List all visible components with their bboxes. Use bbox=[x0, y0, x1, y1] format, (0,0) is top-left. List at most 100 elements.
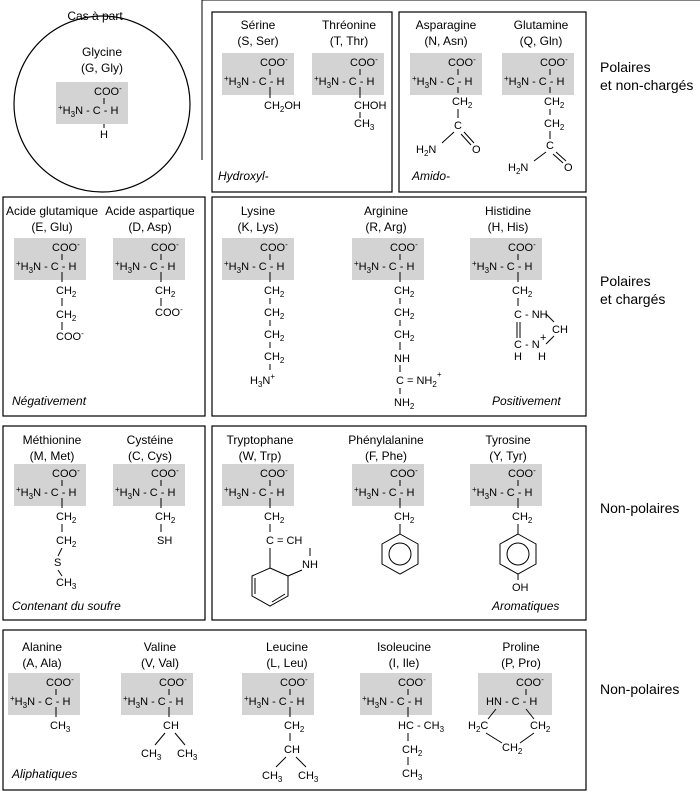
svg-text:NH: NH bbox=[394, 353, 410, 365]
svg-text:CH2: CH2 bbox=[56, 309, 77, 323]
svg-text:CH: CH bbox=[163, 720, 179, 732]
aa-name-asn: Asparagine bbox=[416, 18, 477, 32]
svg-text:CH2: CH2 bbox=[56, 535, 77, 549]
category-2-line2: et chargés bbox=[600, 291, 665, 307]
svg-text:CH3: CH3 bbox=[262, 770, 283, 784]
svg-text:CH2: CH2 bbox=[155, 285, 176, 299]
group-box-aliphatic bbox=[2, 629, 587, 791]
aa-code-ala: (A, Ala) bbox=[22, 656, 61, 670]
aa-code-gln: (Q, Gln) bbox=[520, 34, 563, 48]
svg-text:CH2: CH2 bbox=[530, 720, 551, 734]
aa-name-glu: Acide glutamique bbox=[6, 204, 98, 218]
aa-code-phe: (F, Phe) bbox=[365, 449, 407, 463]
glycine-h: H bbox=[100, 129, 108, 141]
group-label-aromatic: Aromatiques bbox=[491, 599, 559, 613]
svg-text:COO-: COO- bbox=[155, 305, 183, 319]
group-box-negative bbox=[2, 196, 206, 417]
structure-pro: COO- HN - C - H H2C CH2 CH2 bbox=[468, 673, 552, 756]
svg-text:COO-: COO- bbox=[56, 329, 84, 343]
structure-thr: CHOH CH3 bbox=[311, 52, 386, 132]
svg-text:C: C bbox=[454, 120, 462, 132]
svg-text:CH2: CH2 bbox=[394, 511, 415, 525]
svg-text:NH2: NH2 bbox=[394, 397, 415, 411]
svg-text:CH3: CH3 bbox=[141, 748, 162, 762]
group-label-sulfur: Contenant du soufre bbox=[12, 599, 121, 613]
aa-name-val: Valine bbox=[144, 640, 177, 654]
structure-trp: CH2 C = CH NH bbox=[221, 463, 318, 607]
svg-text:CH2: CH2 bbox=[394, 307, 415, 321]
aa-name-ala: Alanine bbox=[22, 640, 62, 654]
svg-text:CH3: CH3 bbox=[177, 748, 198, 762]
group-label-positive: Positivement bbox=[492, 394, 561, 408]
svg-text:CH2: CH2 bbox=[394, 329, 415, 343]
svg-text:CH2: CH2 bbox=[402, 744, 423, 758]
svg-text:C - N: C - N bbox=[514, 339, 540, 351]
svg-text:H2N: H2N bbox=[508, 162, 528, 176]
svg-text:CHOH: CHOH bbox=[354, 100, 386, 112]
group-label-aliphatic: Aliphatiques bbox=[11, 767, 77, 781]
svg-text:CH3: CH3 bbox=[298, 770, 319, 784]
aa-name-met: Méthionine bbox=[23, 433, 82, 447]
category-1-line1: Polaires bbox=[600, 59, 651, 75]
svg-text:C = CH: C = CH bbox=[266, 535, 302, 547]
glycine-circle bbox=[13, 15, 191, 193]
svg-text:COO-: COO- bbox=[516, 675, 544, 689]
category-4-line1: Non-polaires bbox=[600, 681, 679, 697]
svg-text:CH: CH bbox=[284, 744, 300, 756]
svg-text:OH: OH bbox=[512, 582, 529, 594]
group-label-hydroxyl: Hydroxyl- bbox=[218, 169, 269, 183]
svg-text:CH2: CH2 bbox=[264, 285, 285, 299]
svg-text:CH2: CH2 bbox=[264, 329, 285, 343]
svg-text:S: S bbox=[54, 557, 61, 569]
structure-phe: CH2 bbox=[351, 463, 425, 575]
aa-name-phe: Phénylalanine bbox=[348, 433, 424, 447]
structure-asn: CH2 C H2N O bbox=[409, 52, 483, 158]
glycine-structure bbox=[55, 81, 129, 125]
svg-text:CH2: CH2 bbox=[264, 351, 285, 365]
svg-text:CH2: CH2 bbox=[512, 511, 533, 525]
aa-name-pro: Proline bbox=[502, 640, 540, 654]
svg-text:CH2: CH2 bbox=[544, 96, 565, 110]
structure-cys: CH2 SH bbox=[112, 463, 186, 547]
aa-code-ile: (I, Ile) bbox=[389, 656, 420, 670]
structure-glu: CH2 CH2 COO- bbox=[13, 237, 87, 343]
svg-text:H2C: H2C bbox=[468, 720, 488, 734]
aa-code-tyr: (Y, Tyr) bbox=[489, 449, 527, 463]
aa-name-gln: Glutamine bbox=[514, 18, 569, 32]
svg-text:CH2: CH2 bbox=[264, 511, 285, 525]
svg-text:CH2: CH2 bbox=[502, 742, 523, 756]
svg-text:CH2OH: CH2OH bbox=[264, 100, 301, 114]
svg-text:CH2: CH2 bbox=[56, 285, 77, 299]
structure-leu: CH2 CH CH3 CH3 bbox=[241, 672, 319, 784]
group-box-amido bbox=[398, 11, 587, 193]
svg-text:HC - CH3: HC - CH3 bbox=[398, 720, 445, 734]
aa-code-trp: (W, Trp) bbox=[239, 449, 282, 463]
svg-text:O: O bbox=[564, 162, 573, 174]
svg-text:+: + bbox=[540, 332, 546, 344]
svg-text:CH2: CH2 bbox=[284, 720, 305, 734]
group-box-positive bbox=[211, 196, 587, 417]
aa-code-ser: (S, Ser) bbox=[237, 34, 278, 48]
group-label-amido: Amido- bbox=[411, 169, 450, 183]
structure-his: CH2 C - NH C - N + CH H H bbox=[469, 237, 568, 363]
glycine-name: Glycine bbox=[82, 45, 122, 59]
aa-code-thr: (T, Thr) bbox=[330, 34, 368, 48]
structure-arg: CH2 CH2 CH2 NH C = NH2+ NH2 bbox=[351, 237, 442, 411]
svg-text:CH2: CH2 bbox=[264, 307, 285, 321]
aa-code-val: (V, Val) bbox=[141, 656, 179, 670]
aa-code-lys: (K, Lys) bbox=[238, 220, 279, 234]
glycine-code: (G, Gly) bbox=[81, 61, 123, 75]
svg-text:CH3: CH3 bbox=[402, 768, 423, 782]
structure-ala: CH3 bbox=[7, 672, 81, 734]
svg-text:CH2: CH2 bbox=[394, 285, 415, 299]
structure-val: CH CH3 CH3 bbox=[120, 672, 198, 762]
aa-name-arg: Arginine bbox=[364, 204, 408, 218]
svg-text:CH2: CH2 bbox=[155, 511, 176, 525]
svg-text:H3N+: H3N+ bbox=[250, 372, 275, 389]
aa-code-asn: (N, Asn) bbox=[424, 34, 467, 48]
svg-text:C - NH: C - NH bbox=[514, 309, 548, 321]
aa-code-asp: (D, Asp) bbox=[128, 220, 171, 234]
aa-code-leu: (L, Leu) bbox=[266, 656, 307, 670]
category-2-line1: Polaires bbox=[600, 273, 651, 289]
